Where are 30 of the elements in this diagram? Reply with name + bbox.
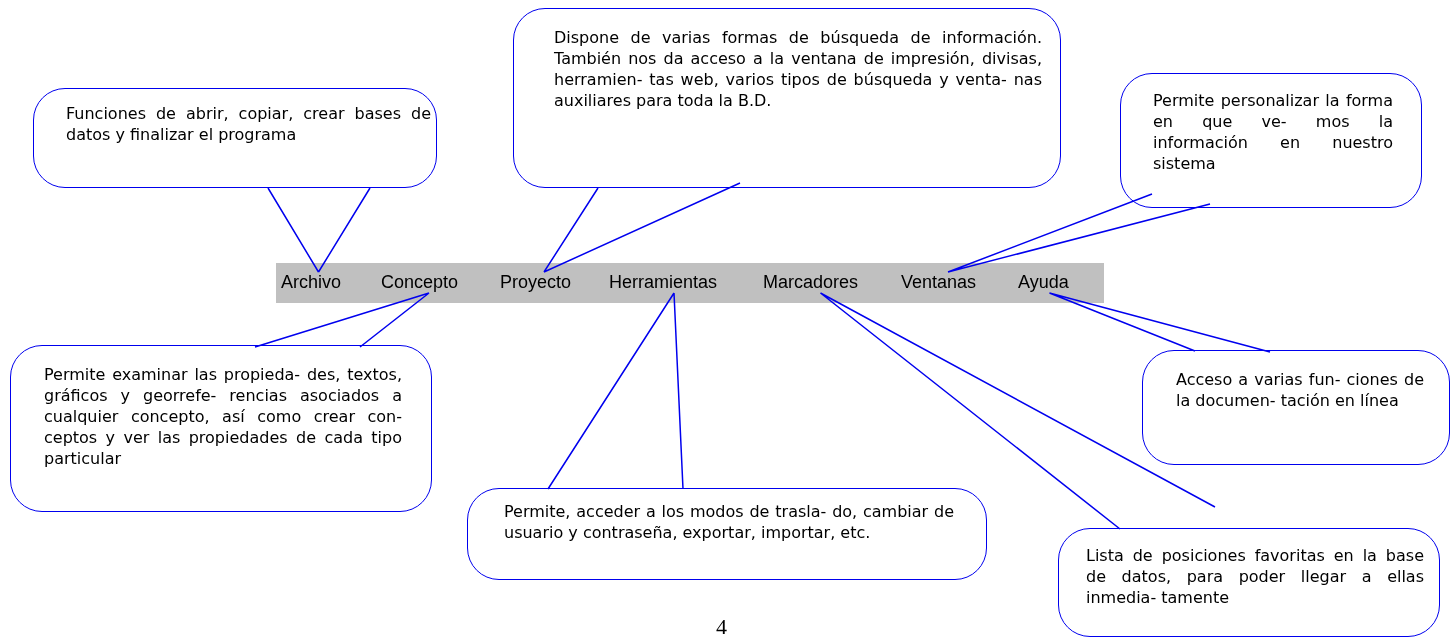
callout-text: Dispone de varias formas de búsqueda de información. También nos da acceso a la ventana de impresión, divisas, herramien- tas web, varios tipos de búsqueda y venta- nas auxiliares para toda la B.D. (554, 27, 1042, 111)
menu-item: Proyecto (500, 272, 572, 293)
callout-text: Permite, acceder a los modos de trasla- do, cambiar de usuario y contraseña, exportar, importar, etc. (504, 501, 954, 543)
menu-item: Herramientas (609, 272, 718, 293)
page-number: 4 (716, 614, 727, 640)
callout-text: Permite examinar las propieda- des, textos, gráficos y georrefe- rencias asociados a cualquier concepto, así como crear con- ceptos y ver las propiedades de cada tipo particular (44, 364, 402, 469)
callout-tail (947, 193, 1211, 273)
callout-text: Acceso a varias fun- ciones de la documen- tación en línea (1176, 369, 1424, 411)
callout-tail (543, 182, 741, 273)
callout-text: Lista de posiciones favoritas en la base de datos, para poder llegar a ellas inmedia- tamente (1086, 545, 1424, 608)
callout-tail (547, 292, 684, 490)
speech-bubble (33, 88, 437, 188)
speech-bubble (467, 488, 987, 580)
callout-tail (267, 187, 371, 273)
menu-item: Ventanas (901, 272, 977, 293)
menu-item: Archivo (281, 272, 342, 293)
menu-item: Ayuda (1018, 272, 1069, 293)
menu-bar (276, 263, 1104, 303)
menu-item: Concepto (381, 272, 459, 293)
speech-bubble (10, 345, 432, 512)
speech-bubble (1142, 350, 1450, 465)
speech-bubble (1058, 528, 1440, 637)
speech-bubble (513, 8, 1061, 188)
callout-tail (254, 292, 430, 348)
callout-text: Permite personalizar la forma en que ve- mos la información en nuestro sistema (1153, 90, 1393, 174)
callout-tail (819, 292, 1216, 530)
callout-tail (1048, 292, 1271, 353)
speech-bubble (1120, 73, 1422, 208)
menu-item: Marcadores (763, 272, 859, 293)
callout-text: Funciones de abrir, copiar, crear bases de datos y finalizar el programa (66, 103, 431, 145)
